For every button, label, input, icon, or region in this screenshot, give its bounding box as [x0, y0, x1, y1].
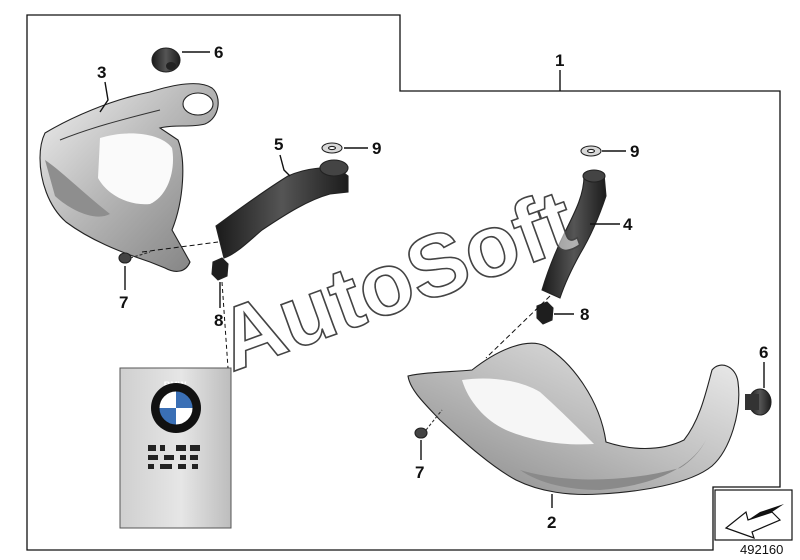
- bracket-right: [541, 169, 607, 299]
- callout-9-right: 9: [630, 142, 639, 161]
- figure-number: 492160: [740, 542, 783, 557]
- washer-right: [580, 145, 602, 157]
- screw-right: [414, 409, 443, 439]
- callout-7-left: 7: [119, 293, 128, 312]
- callout-6-right: 6: [759, 343, 768, 362]
- rubber-bushing-top: [151, 47, 181, 73]
- callout-8-left: 8: [214, 311, 223, 330]
- callout-7-right: 7: [415, 463, 424, 482]
- callout-6-top: 6: [214, 43, 223, 62]
- leader-lines: [99, 51, 765, 508]
- hand-guard-right: [407, 342, 740, 496]
- callout-8-right: 8: [580, 305, 589, 324]
- bmw-roundel-icon: [151, 383, 201, 433]
- manual-pictograms: [148, 445, 200, 469]
- owners-manual: BMW: [119, 367, 232, 529]
- nut-right: [536, 301, 554, 325]
- rubber-bushing-right: [745, 388, 772, 416]
- hand-guard-left: [39, 83, 219, 272]
- washer-left: [321, 142, 343, 154]
- callout-5: 5: [274, 135, 283, 154]
- bracket-left: [215, 159, 349, 259]
- callout-4: 4: [623, 215, 633, 234]
- callout-numbers: 1 2 3 4 5 6 6 7 7 8 8 9 9: [97, 43, 768, 532]
- callout-9-left: 9: [372, 139, 381, 158]
- orientation-arrow-icon: [714, 489, 793, 541]
- nut-left: [211, 257, 229, 281]
- callout-1: 1: [555, 51, 564, 70]
- callout-2: 2: [547, 513, 556, 532]
- screw-left: [118, 251, 151, 264]
- callout-3: 3: [97, 63, 106, 82]
- frame-outline: [26, 14, 781, 551]
